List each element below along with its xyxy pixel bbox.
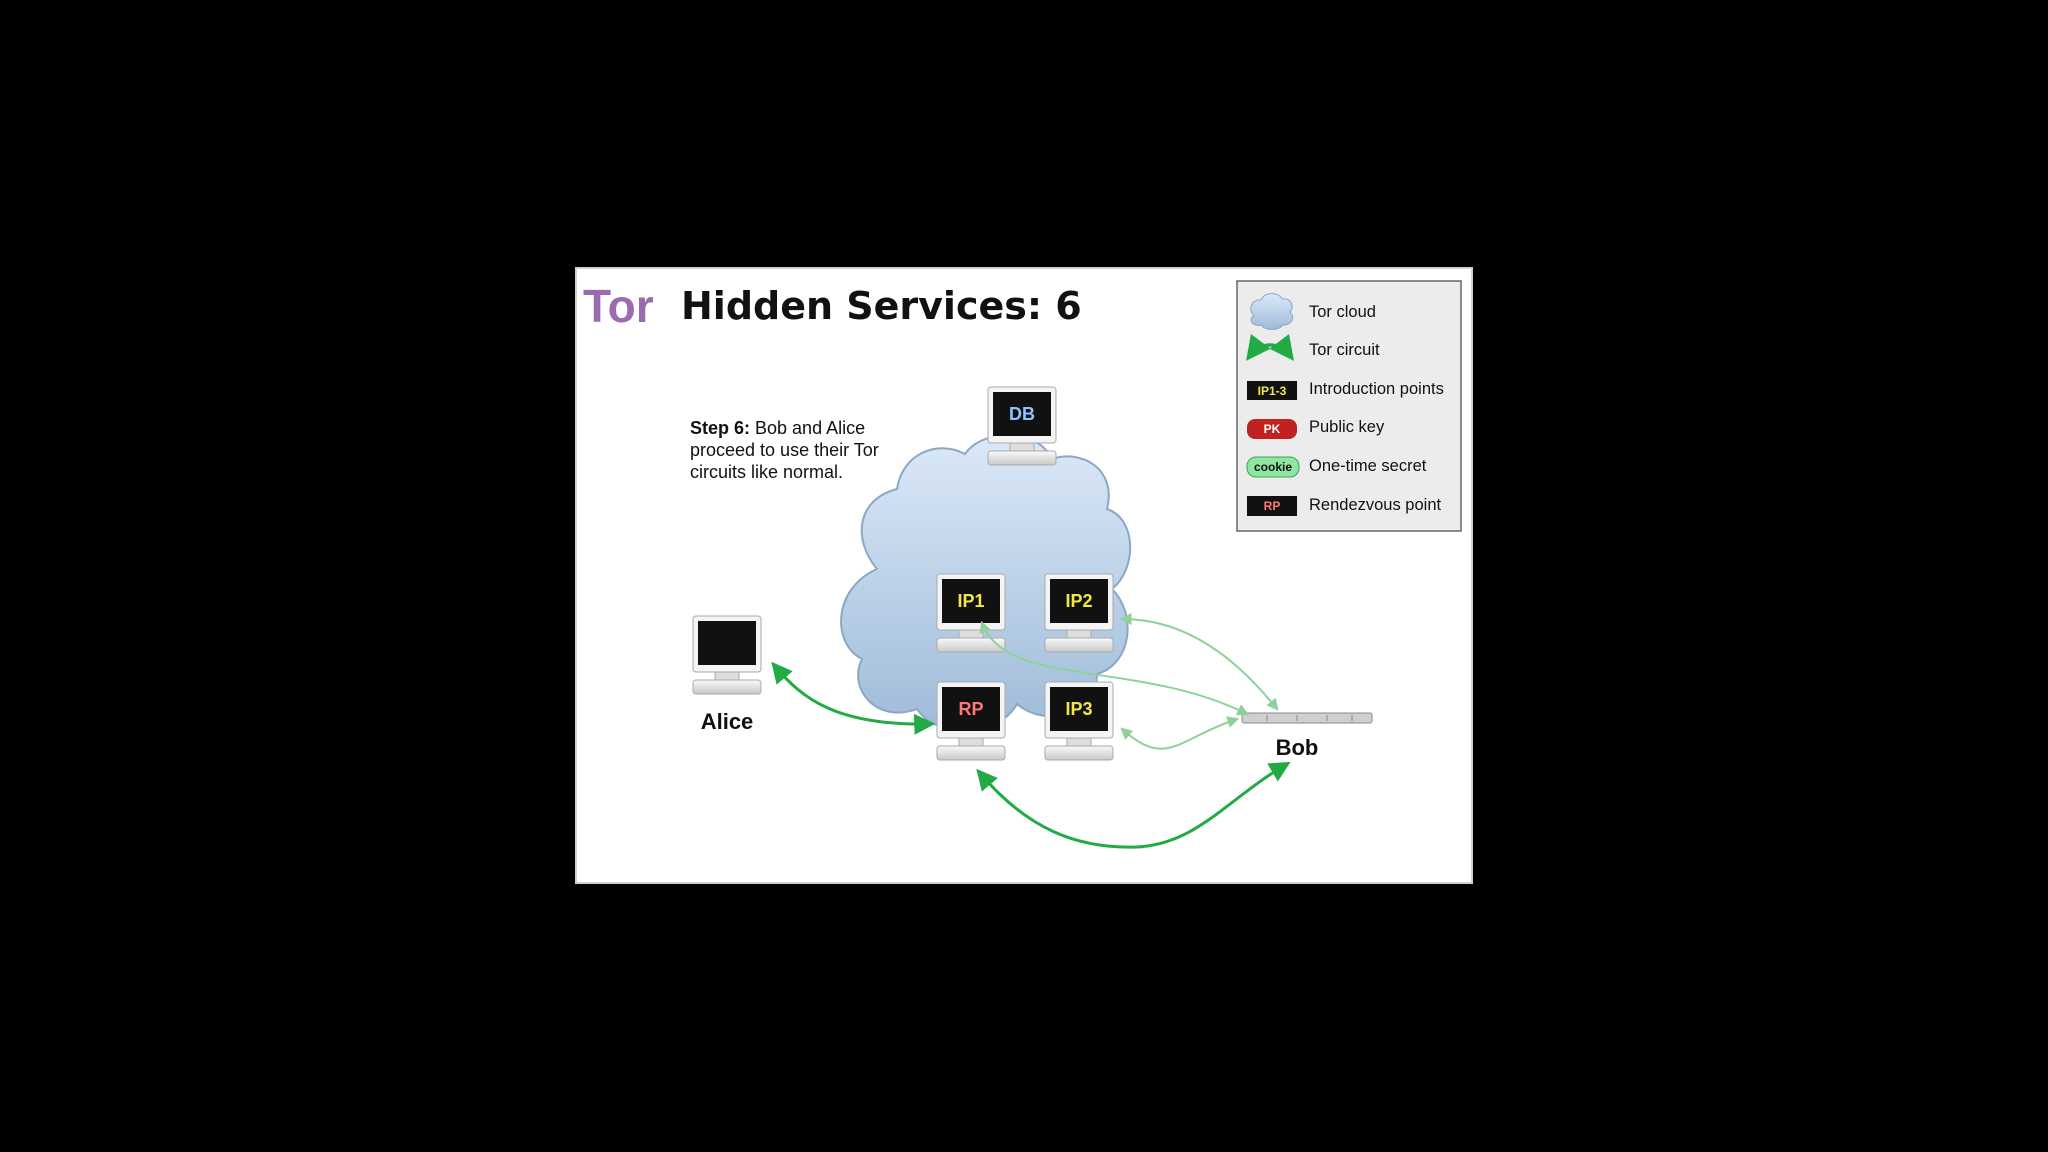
bob-server [1241, 712, 1373, 724]
legend-item-one-time-secret: cookie One-time secret [1246, 456, 1427, 478]
db-server: DB [987, 386, 1057, 466]
legend-label: Introduction points [1309, 380, 1444, 398]
ip3-label: IP3 [1065, 699, 1092, 719]
rendezvous-point-rp: RP [936, 681, 1006, 761]
tor-logo: Tor [583, 280, 654, 332]
legend-item-tor-circuit: Tor circuit [1246, 333, 1380, 361]
rp-badge-icon: RP [1264, 499, 1281, 513]
step-line-2: proceed to use their Tor [690, 440, 879, 460]
step-description: Step 6: Bob and Alice proceed to use the… [690, 418, 879, 482]
legend-label: Tor cloud [1309, 303, 1376, 321]
legend: Tor cloud Tor circuit IP1-3 Introduction… [1236, 280, 1462, 532]
legend-item-tor-cloud: Tor cloud [1250, 293, 1376, 330]
cloud-icon [1250, 293, 1294, 330]
diagram-canvas: Tor Hidden Services: 6 Step 6: Bob and A… [583, 280, 1462, 849]
ip-badge-icon: IP1-3 [1258, 384, 1287, 398]
legend-label: Rendezvous point [1309, 496, 1442, 514]
step-line-1: Bob and Alice [750, 418, 865, 438]
pk-badge-icon: PK [1264, 422, 1281, 436]
diagram-slide: Tor Hidden Services: 6 Step 6: Bob and A… [575, 267, 1473, 884]
legend-item-rendezvous-point: RP Rendezvous point [1247, 496, 1442, 516]
alice-label: Alice [701, 709, 754, 734]
tor-circuits [771, 661, 1291, 849]
introduction-point-ip1: IP1 [936, 573, 1006, 653]
legend-item-public-key: PK Public key [1247, 418, 1385, 439]
step-number: Step 6: [690, 418, 750, 438]
db-label: DB [1009, 404, 1035, 424]
page-title: Hidden Services: 6 [681, 284, 1082, 328]
circuit-arrow-icon [1246, 333, 1294, 361]
rp-label: RP [958, 699, 983, 719]
step-line-3: circuits like normal. [690, 462, 843, 482]
introduction-point-ip2: IP2 [1044, 573, 1114, 653]
legend-label: Tor circuit [1309, 341, 1380, 359]
introduction-point-ip3: IP3 [1044, 681, 1114, 761]
ip2-label: IP2 [1065, 591, 1092, 611]
alice-computer [692, 615, 762, 695]
bob-label: Bob [1276, 735, 1319, 760]
cookie-badge-icon: cookie [1254, 460, 1292, 474]
intro-circuits [979, 613, 1279, 750]
legend-item-introduction-points: IP1-3 Introduction points [1247, 380, 1444, 400]
tor-logo-text: Tor [583, 280, 654, 332]
svg-text:Step 6: Bob and Alice: Step 6: Bob and Alice [690, 418, 865, 438]
legend-label: Public key [1309, 418, 1385, 436]
ip1-label: IP1 [957, 591, 984, 611]
legend-label: One-time secret [1309, 457, 1427, 475]
